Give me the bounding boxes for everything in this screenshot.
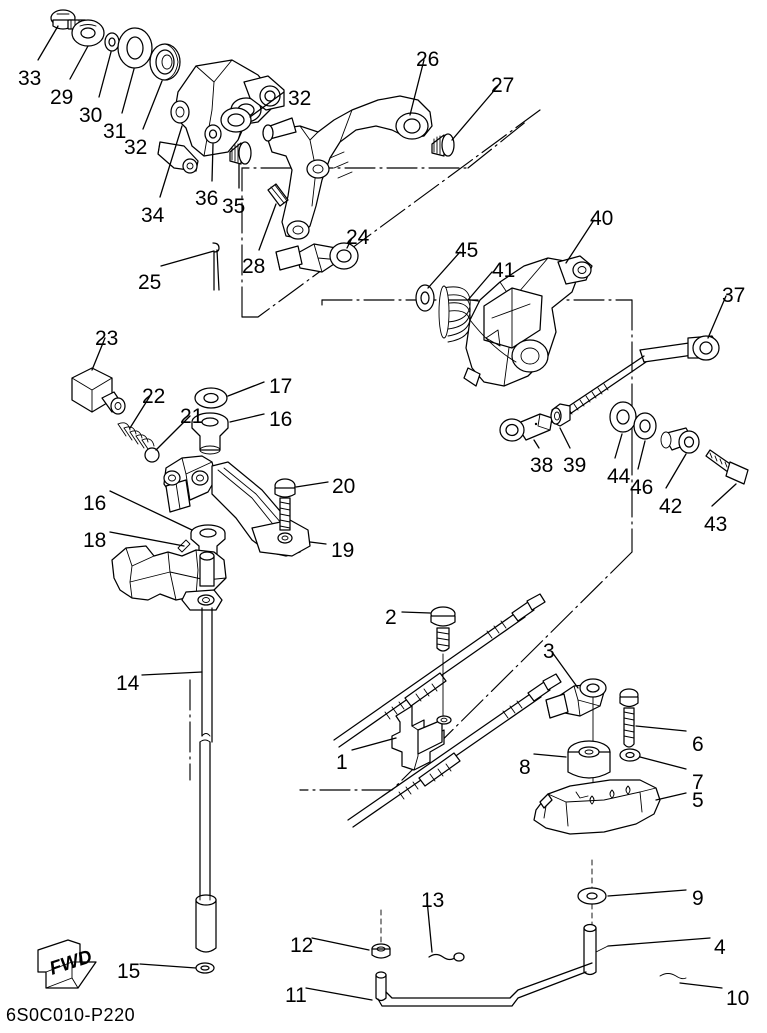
part-28-pin bbox=[267, 183, 289, 207]
callout-35: 35 bbox=[222, 195, 246, 218]
part-7-washer bbox=[619, 748, 641, 762]
callout-33: 33 bbox=[18, 67, 42, 90]
part-39-nut bbox=[550, 403, 571, 427]
part-37-connecting-rod bbox=[639, 335, 720, 363]
callout-45: 45 bbox=[455, 239, 479, 262]
callout-34: 34 bbox=[141, 204, 165, 227]
part-44-washer bbox=[609, 401, 637, 433]
part-40-lever-bracket bbox=[463, 255, 593, 387]
callout-37: 37 bbox=[722, 284, 746, 307]
part-22-spring bbox=[117, 422, 155, 453]
callout-43: 43 bbox=[704, 513, 728, 536]
part-12-grommet bbox=[371, 909, 391, 959]
callout-13: 13 bbox=[421, 889, 445, 912]
part-45-washer bbox=[415, 284, 435, 312]
callout-20: 20 bbox=[332, 475, 356, 498]
callout-25: 25 bbox=[138, 271, 162, 294]
callout-31: 31 bbox=[103, 120, 127, 143]
callout-8: 8 bbox=[519, 756, 531, 779]
part-18-shift-lever bbox=[111, 539, 227, 611]
part-23-fitting bbox=[71, 367, 126, 415]
callout-1: 1 bbox=[336, 751, 348, 774]
callout-12: 12 bbox=[290, 934, 314, 957]
callout-28: 28 bbox=[242, 255, 266, 278]
callout-30: 30 bbox=[79, 104, 103, 127]
callout-26: 26 bbox=[416, 48, 440, 71]
callout-3: 3 bbox=[543, 640, 555, 663]
part-25-cotter-pin bbox=[212, 242, 220, 291]
callout-14: 14 bbox=[116, 672, 140, 695]
callout-6: 6 bbox=[692, 733, 704, 756]
callout-2: 2 bbox=[385, 606, 397, 629]
callout-9: 9 bbox=[692, 887, 704, 910]
callout-17: 17 bbox=[269, 375, 293, 398]
part-36-washer bbox=[204, 124, 222, 144]
callout-leaders bbox=[37, 25, 737, 1001]
callout-16-upper: 16 bbox=[269, 408, 293, 431]
part-31-washer bbox=[117, 27, 153, 69]
callout-44: 44 bbox=[607, 465, 631, 488]
callout-5: 5 bbox=[692, 789, 704, 812]
part-32-bushing-upper bbox=[149, 43, 181, 81]
part-2-bolt bbox=[430, 606, 456, 652]
part-27-bolt bbox=[431, 133, 455, 157]
callout-32-right: 32 bbox=[288, 87, 312, 110]
part-15-oring bbox=[195, 962, 215, 974]
callout-15: 15 bbox=[117, 960, 141, 983]
part-3-cable-joint bbox=[545, 678, 607, 791]
part-42-collar bbox=[660, 427, 700, 454]
part-17-washer bbox=[194, 387, 228, 409]
callout-38: 38 bbox=[530, 454, 554, 477]
callout-24: 24 bbox=[346, 226, 370, 249]
part-1-cable-bracket bbox=[391, 653, 452, 771]
part-20-bolt bbox=[274, 478, 296, 531]
part-4-link-rod bbox=[375, 923, 609, 1007]
callout-40: 40 bbox=[590, 207, 614, 230]
diagram-code: 6S0C010-P220 bbox=[6, 1005, 136, 1025]
part-24-ball-joint bbox=[275, 242, 359, 273]
callout-39: 39 bbox=[563, 454, 587, 477]
fwd-orientation-marker: FWD bbox=[37, 939, 97, 989]
assembly-boundary-upper bbox=[241, 109, 541, 318]
part-29-washer bbox=[71, 19, 105, 47]
callout-19: 19 bbox=[331, 539, 355, 562]
callout-27: 27 bbox=[491, 74, 515, 97]
part-5-mount-pad bbox=[533, 779, 661, 835]
part-14-shift-rod bbox=[195, 607, 217, 953]
part-38-rod-end bbox=[499, 413, 553, 442]
part-8-bushing bbox=[567, 740, 611, 779]
callout-36: 36 bbox=[195, 187, 219, 210]
part-21-ball bbox=[144, 447, 160, 463]
callout-16-lower: 16 bbox=[83, 492, 107, 515]
part-19-cam-body bbox=[163, 455, 311, 557]
part-16-grommet-upper bbox=[191, 412, 229, 455]
part-30-nut bbox=[104, 32, 120, 52]
callout-10: 10 bbox=[726, 987, 750, 1010]
callout-4: 4 bbox=[714, 936, 726, 959]
part-35-bolt bbox=[229, 141, 252, 165]
callout-18: 18 bbox=[83, 529, 107, 552]
part-6-bolt bbox=[619, 688, 639, 748]
part-43-bolt bbox=[705, 449, 749, 485]
callout-29: 29 bbox=[50, 86, 74, 109]
part-26-control-arm bbox=[262, 95, 433, 240]
part-9-washer bbox=[577, 859, 607, 925]
callout-32-left: 32 bbox=[124, 136, 148, 159]
part-13-clip bbox=[428, 952, 465, 962]
callout-46: 46 bbox=[630, 476, 654, 499]
part-46-washer bbox=[633, 412, 657, 440]
part-32-bushing-right bbox=[220, 107, 252, 133]
callout-21: 21 bbox=[180, 405, 204, 428]
callout-7: 7 bbox=[692, 771, 704, 794]
callout-11: 11 bbox=[285, 984, 307, 1007]
callout-42: 42 bbox=[659, 495, 683, 518]
throttle-cables bbox=[333, 593, 562, 828]
callout-22: 22 bbox=[142, 385, 166, 408]
callout-41: 41 bbox=[492, 259, 516, 282]
callout-23: 23 bbox=[95, 327, 119, 350]
